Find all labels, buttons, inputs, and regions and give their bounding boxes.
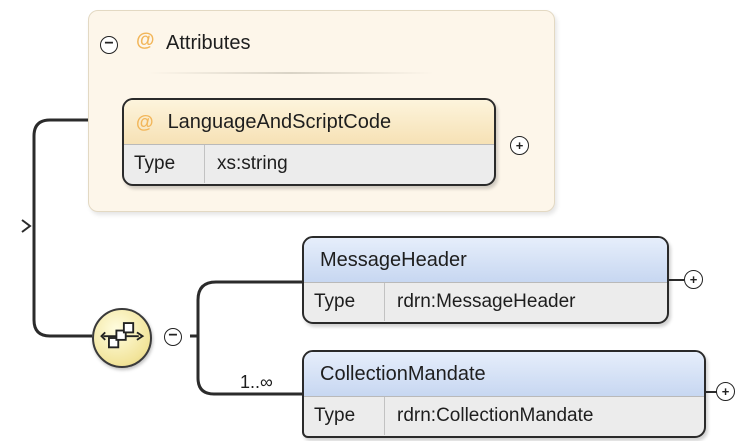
plus-icon: + bbox=[689, 272, 698, 287]
type-value: xs:string bbox=[217, 153, 288, 174]
element-header: MessageHeader bbox=[304, 238, 667, 283]
attributes-collapse-button[interactable]: − bbox=[100, 36, 118, 54]
element-type-row: Type rdrn:CollectionMandate bbox=[304, 397, 704, 435]
branch-message-header bbox=[190, 280, 302, 338]
type-label: Type bbox=[304, 397, 385, 435]
element-header: CollectionMandate bbox=[304, 352, 704, 397]
element-name: CollectionMandate bbox=[320, 362, 486, 385]
type-value: rdrn:CollectionMandate bbox=[397, 405, 594, 426]
type-value: rdrn:MessageHeader bbox=[397, 291, 576, 312]
plus-icon: + bbox=[721, 384, 730, 399]
attribute-at-icon: @ bbox=[136, 111, 154, 132]
plus-icon: + bbox=[515, 138, 524, 153]
attribute-type-row: Type xs:string bbox=[124, 145, 494, 183]
element-box-message-header[interactable]: MessageHeader Type rdrn:MessageHeader bbox=[302, 236, 669, 324]
branch-collection-mandate bbox=[196, 336, 302, 396]
sequence-collapse-button[interactable]: − bbox=[164, 328, 182, 346]
type-label: Type bbox=[304, 283, 385, 321]
type-label: Type bbox=[124, 145, 205, 183]
trunk-connector bbox=[32, 118, 92, 338]
element-type-row: Type rdrn:MessageHeader bbox=[304, 283, 667, 321]
collection-mandate-expand-button[interactable]: + bbox=[716, 382, 735, 401]
attribute-header: @ LanguageAndScriptCode bbox=[124, 100, 494, 145]
attribute-expand-button[interactable]: + bbox=[510, 136, 529, 155]
element-box-collection-mandate[interactable]: CollectionMandate Type rdrn:CollectionMa… bbox=[302, 350, 706, 438]
minus-icon: − bbox=[168, 327, 178, 344]
minus-icon: − bbox=[104, 35, 114, 52]
attribute-at-icon: @ bbox=[136, 30, 155, 51]
attributes-separator bbox=[148, 72, 434, 74]
message-header-expand-button[interactable]: + bbox=[684, 270, 703, 289]
element-name: MessageHeader bbox=[320, 248, 467, 271]
root-notch bbox=[21, 219, 32, 233]
sequence-compositor-icon bbox=[100, 322, 145, 349]
occurrence-label: 1..∞ bbox=[240, 372, 273, 392]
sequence-compositor[interactable] bbox=[92, 308, 152, 368]
attribute-box-language-and-script-code[interactable]: @ LanguageAndScriptCode Type xs:string bbox=[122, 98, 496, 186]
attribute-name: LanguageAndScriptCode bbox=[167, 110, 392, 133]
attributes-title: Attributes bbox=[166, 32, 251, 54]
